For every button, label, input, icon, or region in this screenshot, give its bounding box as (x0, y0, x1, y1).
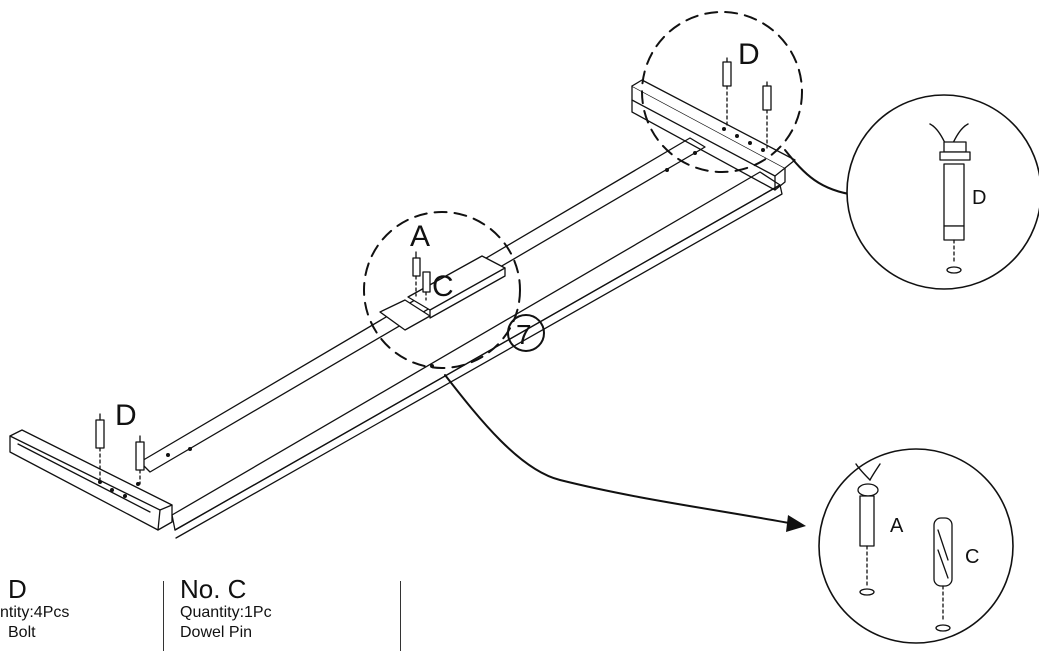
front-crossbar (9, 429, 173, 531)
label-c-center: C (432, 270, 454, 303)
part-description: Bolt (8, 624, 36, 641)
bolt-d-bottom (95, 413, 145, 485)
focus-circle-center (363, 211, 521, 369)
part-title: No. C (180, 574, 247, 604)
part-quantity: ntity:4Pcs (0, 604, 70, 621)
part-title: D (8, 574, 27, 604)
holes (98, 127, 765, 498)
detail-bottom-label-a: A (890, 515, 904, 537)
bolt-d-top (722, 57, 772, 149)
part-item-d: D ntity:4Pcs Bolt (0, 575, 69, 643)
divider (163, 581, 164, 651)
part-item-c: No. C Quantity:1Pc Dowel Pin (180, 575, 272, 643)
label-d-bottom: D (115, 399, 137, 432)
leader-line-top (784, 149, 856, 196)
bolt-a-dowel-c (412, 251, 431, 301)
center-block (379, 255, 506, 331)
detail-circle-top (846, 94, 1039, 290)
step-number-circle (507, 314, 545, 352)
part-quantity: Quantity:1Pc (180, 604, 272, 621)
focus-circle-top (641, 11, 803, 173)
back-crossbar (631, 79, 796, 191)
detail-top-label: D (972, 187, 986, 209)
leader-line-bottom (444, 374, 801, 526)
divider (400, 581, 401, 651)
detail-bottom-label-c: C (965, 546, 979, 568)
parts-list: D ntity:4Pcs Bolt No. C Quantity:1Pc Dow… (0, 575, 420, 651)
step-number: 7 (516, 319, 532, 350)
detail-circle-bottom (818, 448, 1014, 644)
label-a-center: A (410, 220, 430, 253)
arrow-head-icon (786, 515, 806, 532)
part-description: Dowel Pin (180, 624, 253, 641)
label-d-top: D (738, 38, 760, 71)
front-long-rail (171, 171, 783, 539)
